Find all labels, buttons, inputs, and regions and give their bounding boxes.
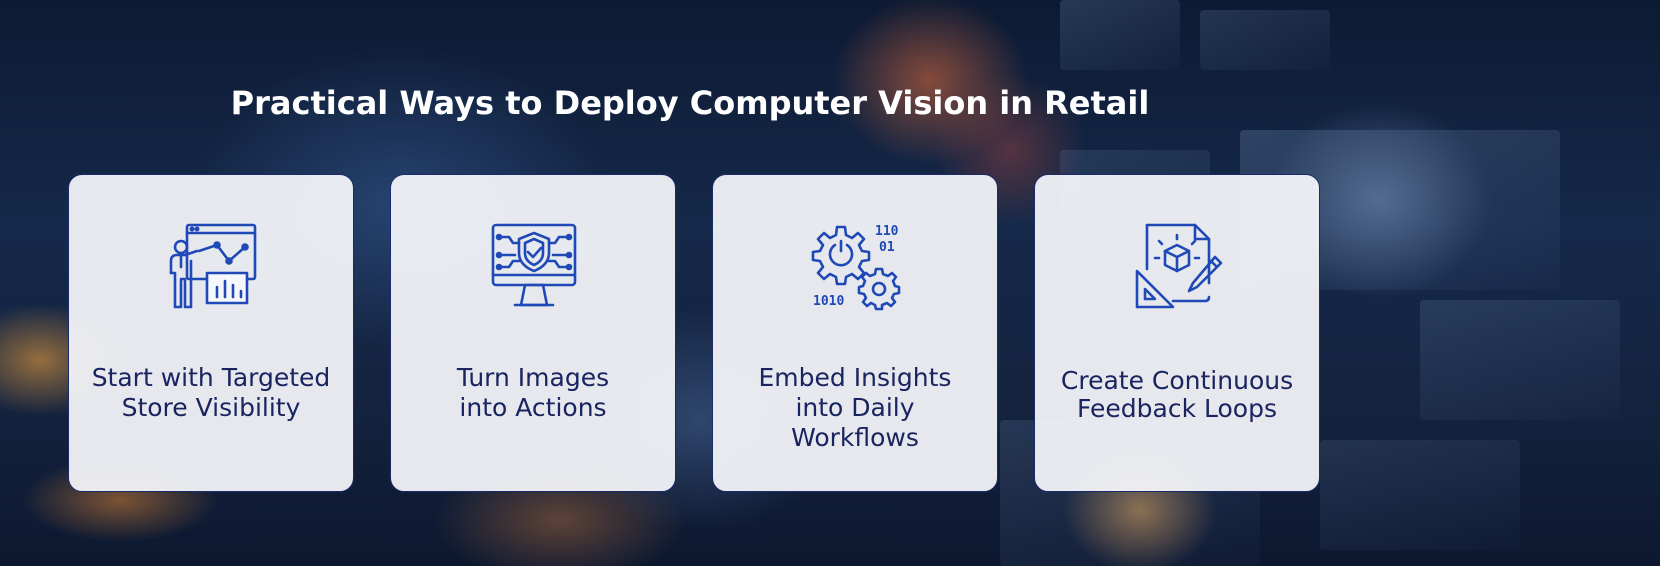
svg-text:1010: 1010	[813, 294, 844, 309]
card-label: Embed Insights into Daily Workflows	[758, 363, 952, 452]
card-images-into-actions: Turn Images into Actions	[390, 174, 676, 492]
shield-monitor-icon	[489, 221, 579, 311]
design-document-icon	[1133, 221, 1223, 311]
card-feedback-loops: Create Continuous Feedback Loops	[1034, 174, 1320, 492]
svg-text:110: 110	[875, 224, 899, 239]
card-embed-insights: 110 01 1010 Embed Insights into Daily Wo…	[712, 174, 998, 492]
card-label: Create Continuous Feedback Loops	[1060, 366, 1294, 423]
presenter-chart-icon	[167, 221, 257, 311]
card-label: Start with Targeted Store Visibility	[91, 363, 331, 422]
card-targeted-store-visibility: Start with Targeted Store Visibility	[68, 174, 354, 492]
svg-text:01: 01	[879, 240, 895, 255]
gears-binary-icon: 110 01 1010	[811, 221, 901, 311]
card-label: Turn Images into Actions	[456, 363, 610, 422]
page-title: Practical Ways to Deploy Computer Vision…	[230, 84, 1150, 122]
